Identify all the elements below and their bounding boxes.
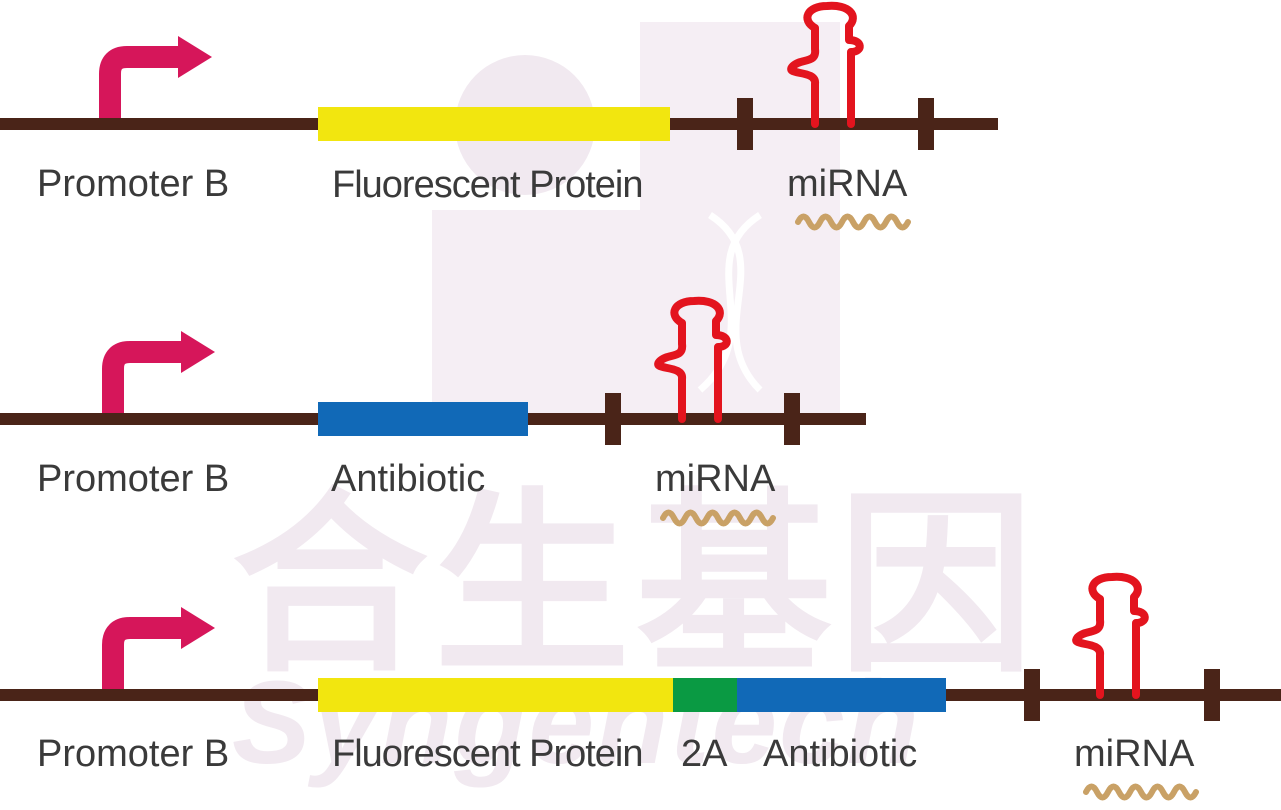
2a-label: 2A xyxy=(681,733,728,775)
mirna-hairpin xyxy=(654,296,731,423)
mirna-boundary-tick xyxy=(605,393,621,445)
mirna-boundary-tick xyxy=(1024,669,1040,721)
mirna-label: miRNA xyxy=(655,458,776,500)
antibiotic-segment xyxy=(737,678,946,712)
promoter-arrowhead xyxy=(178,36,212,78)
2a-segment xyxy=(673,678,737,712)
mirna-label: miRNA xyxy=(1074,733,1195,775)
mirna-label: miRNA xyxy=(787,163,908,205)
promoter-label: Promoter B xyxy=(37,163,230,205)
promoter-label: Promoter B xyxy=(37,733,230,775)
mirna-wave xyxy=(660,509,776,527)
mirna-boundary-tick xyxy=(784,393,800,445)
mirna-hairpin xyxy=(1072,572,1149,699)
fluorescent-protein-label: Fluorescent Protein xyxy=(332,164,643,206)
mirna-hairpin xyxy=(787,1,864,128)
promoter-arrowhead xyxy=(181,331,215,373)
mirna-wave xyxy=(795,213,911,231)
antibiotic-label: Antibiotic xyxy=(331,458,486,500)
promoter-label: Promoter B xyxy=(37,458,230,500)
mirna-boundary-tick xyxy=(1204,669,1220,721)
mirna-wave xyxy=(1083,783,1199,801)
mirna-boundary-tick xyxy=(918,98,934,150)
fluorescent-protein-label: Fluorescent Protein xyxy=(332,733,643,775)
antibiotic-label: Antibiotic xyxy=(763,733,918,775)
promoter-arrowhead xyxy=(181,607,215,649)
mirna-boundary-tick xyxy=(737,98,753,150)
antibiotic-segment xyxy=(318,402,528,436)
promoter-arrow xyxy=(102,341,183,413)
watermark-chinese-text: 合生基因 xyxy=(232,476,1041,695)
promoter-arrow xyxy=(99,46,180,118)
fluorescent-protein-segment xyxy=(318,678,673,712)
fluorescent-protein-segment xyxy=(318,107,670,141)
promoter-arrow xyxy=(102,617,183,689)
